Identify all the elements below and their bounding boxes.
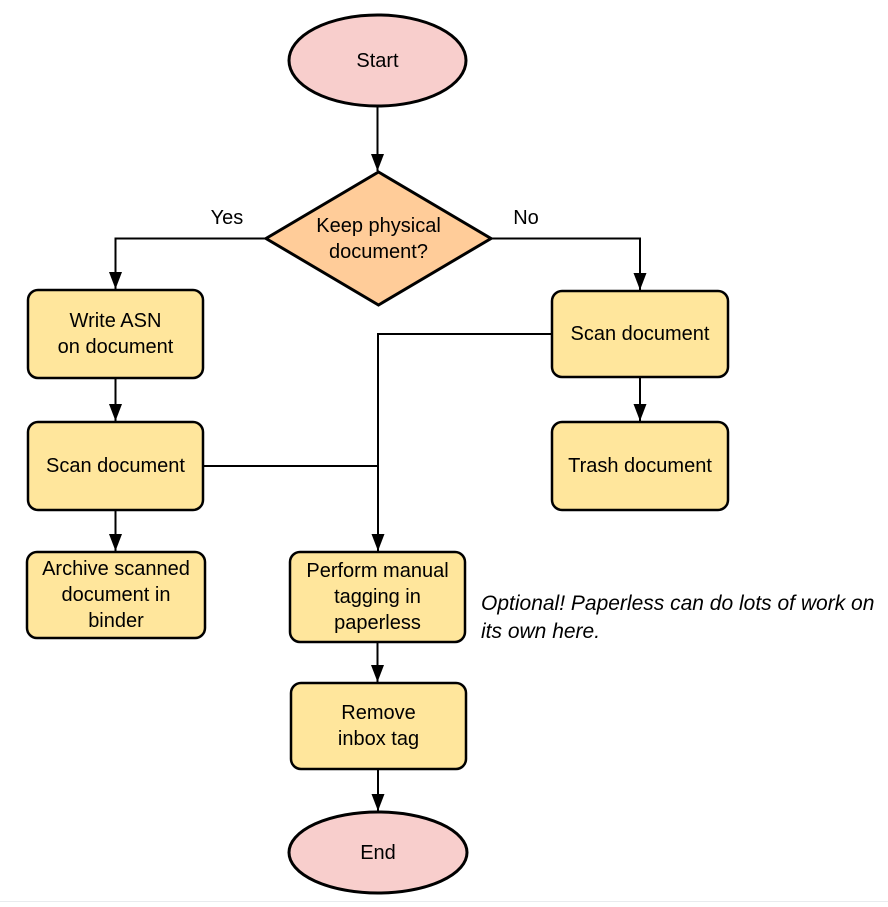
trash-document-label: Trash document [568, 455, 712, 477]
no-edge-label: No [513, 207, 539, 229]
end-node [287, 810, 469, 895]
yes-edge-label: Yes [210, 207, 244, 229]
start-node [287, 13, 468, 108]
start-node-label: Start [356, 49, 399, 72]
scan-document-left-node [26, 420, 205, 512]
decision-node-label: Keep physical document? [316, 214, 441, 263]
edge-decision-no [491, 237, 647, 290]
remove-inbox-tag-node [289, 681, 468, 771]
write-asn-node [26, 288, 205, 380]
edge-decision-yes [109, 237, 265, 289]
scan-document-right-node [550, 289, 730, 379]
edge-scanright-to-tagging [371, 333, 552, 551]
manual-tagging-label: Perform manual tagging in paperless [306, 560, 449, 634]
archive-node [25, 550, 207, 640]
remove-inbox-tag-label: Remove inbox tag [337, 702, 420, 750]
scan-document-left-label: Scan document [46, 455, 185, 477]
optional-annotation: Optional! Paperless can do lots of work … [481, 592, 875, 643]
manual-tagging-node [288, 550, 467, 644]
end-node-label: End [360, 841, 396, 864]
write-asn-node-label: Write ASN on document [57, 310, 174, 358]
page-bottom-border [0, 901, 888, 902]
archive-node-label: Archive scanned document in binder [42, 558, 190, 632]
trash-document-node [550, 420, 730, 512]
decision-node [263, 170, 494, 307]
scan-document-right-label: Scan document [570, 323, 710, 345]
